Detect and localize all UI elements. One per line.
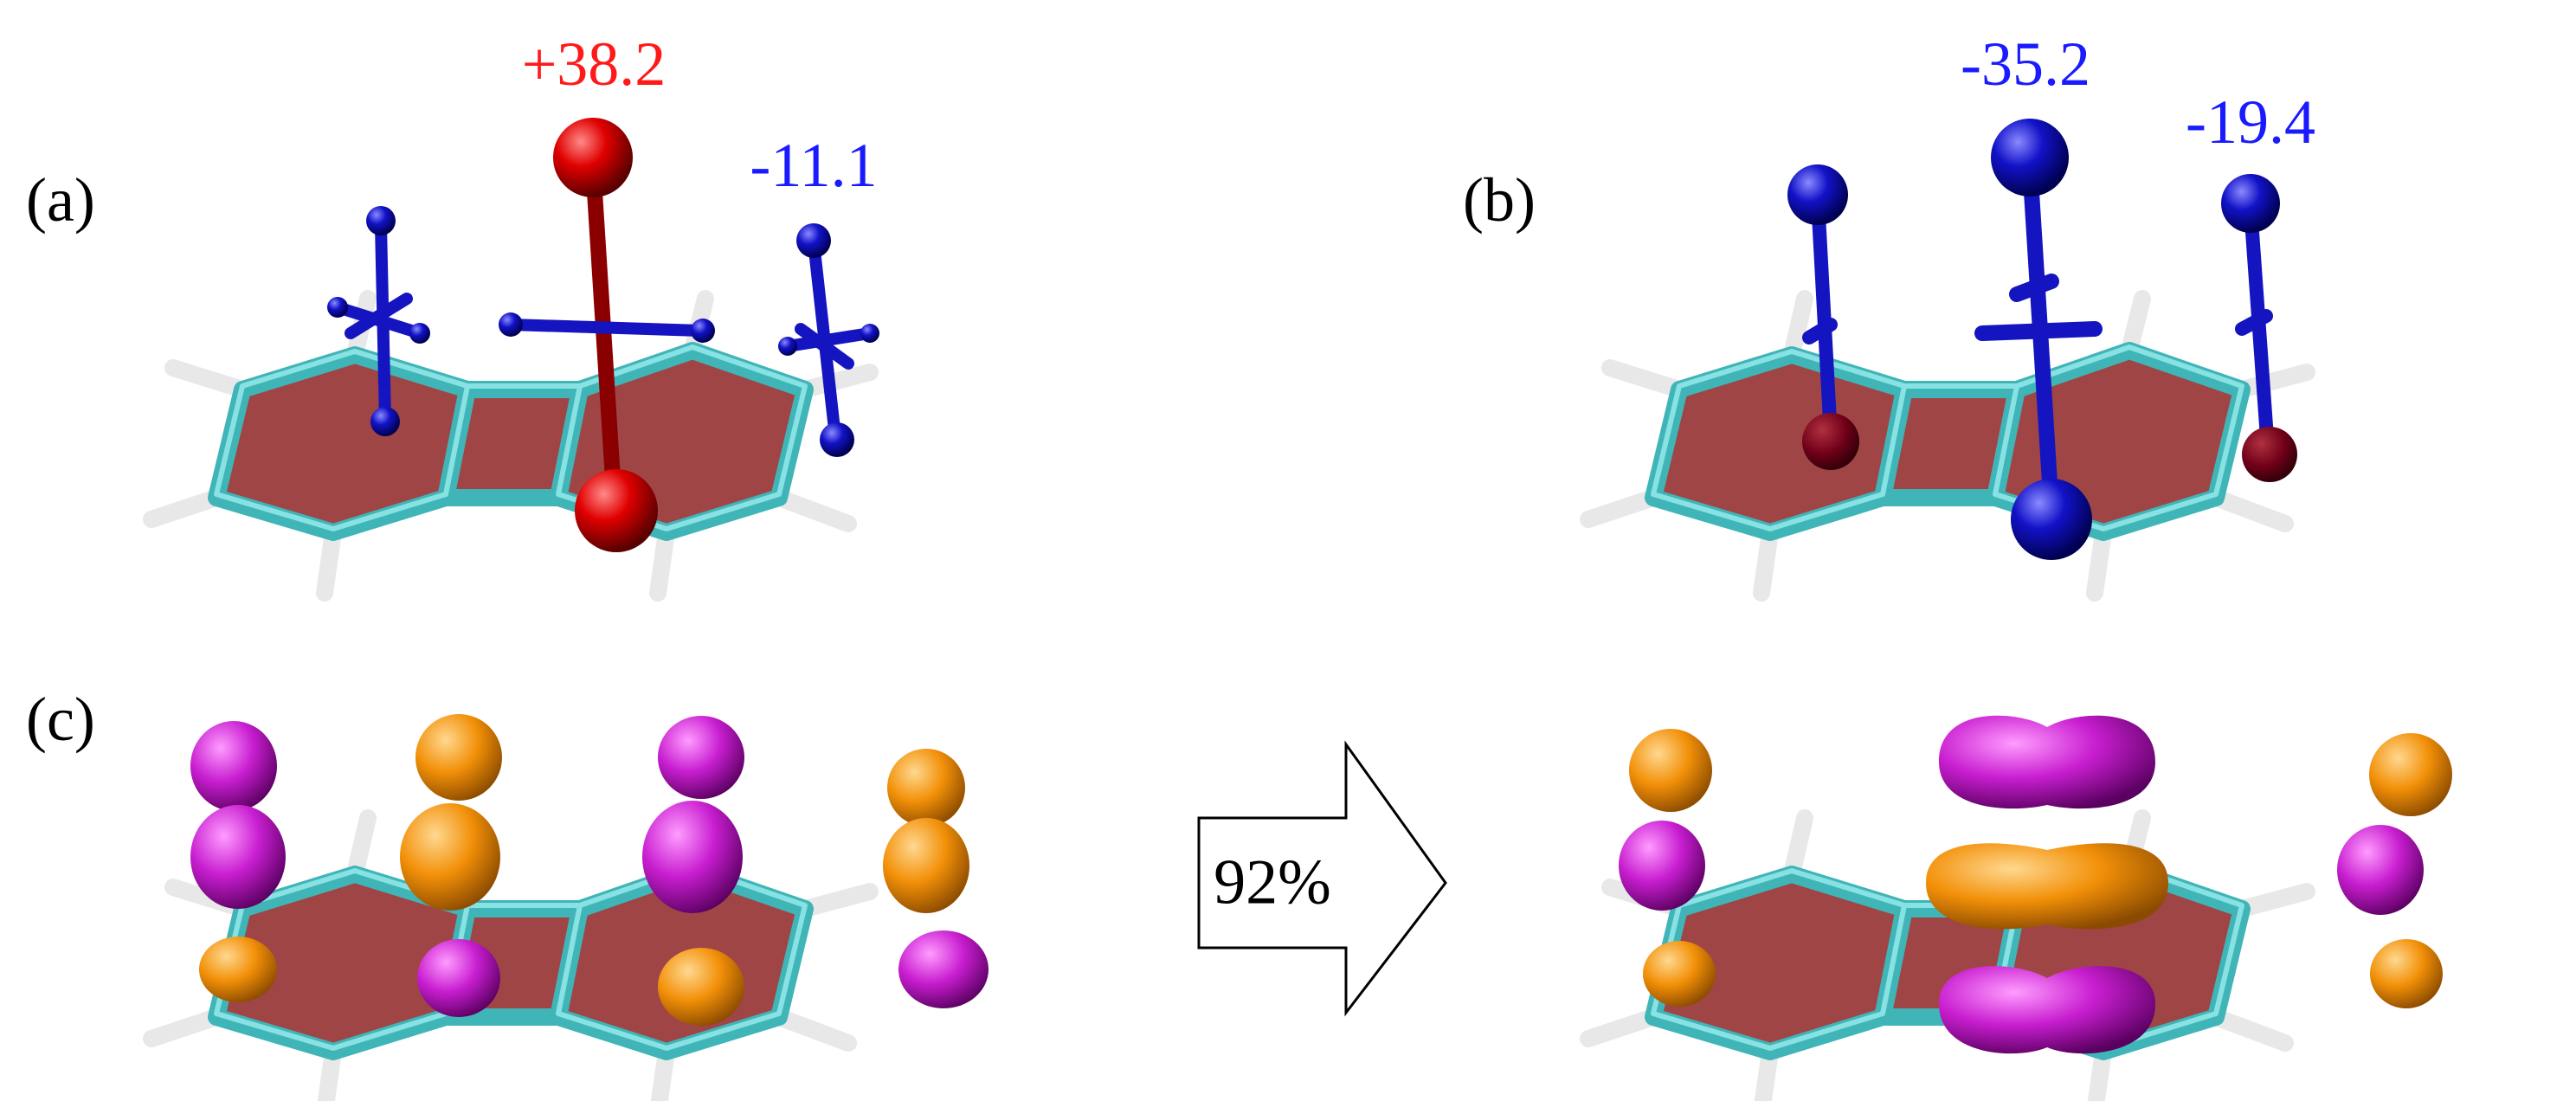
panel-c-right-molecule [1588, 715, 2452, 1101]
transition-arrow [1197, 740, 1447, 1017]
orbital-lobes-right [1619, 715, 2452, 1054]
panel-a-molecule [151, 118, 879, 593]
panel-a-center-value: +38.2 [521, 29, 667, 99]
panel-c-left-molecule [151, 714, 989, 1101]
arrow-percentage: 92% [1214, 847, 1331, 918]
orbital-lobes [190, 714, 989, 1026]
center-tensor [499, 118, 715, 552]
panel-c-label: (c) [26, 685, 95, 754]
panel-a-right-value: -11.1 [750, 131, 878, 200]
panel-b-right-value: -19.4 [2186, 87, 2315, 157]
panel-b-center-value: -35.2 [1961, 29, 2090, 99]
panel-a-label: (a) [26, 165, 95, 235]
panel-b-label: (b) [1463, 165, 1536, 235]
panel-b-molecule [1588, 119, 2307, 593]
right-ring-tensor [782, 236, 876, 443]
left-ring-tensor [332, 219, 426, 426]
